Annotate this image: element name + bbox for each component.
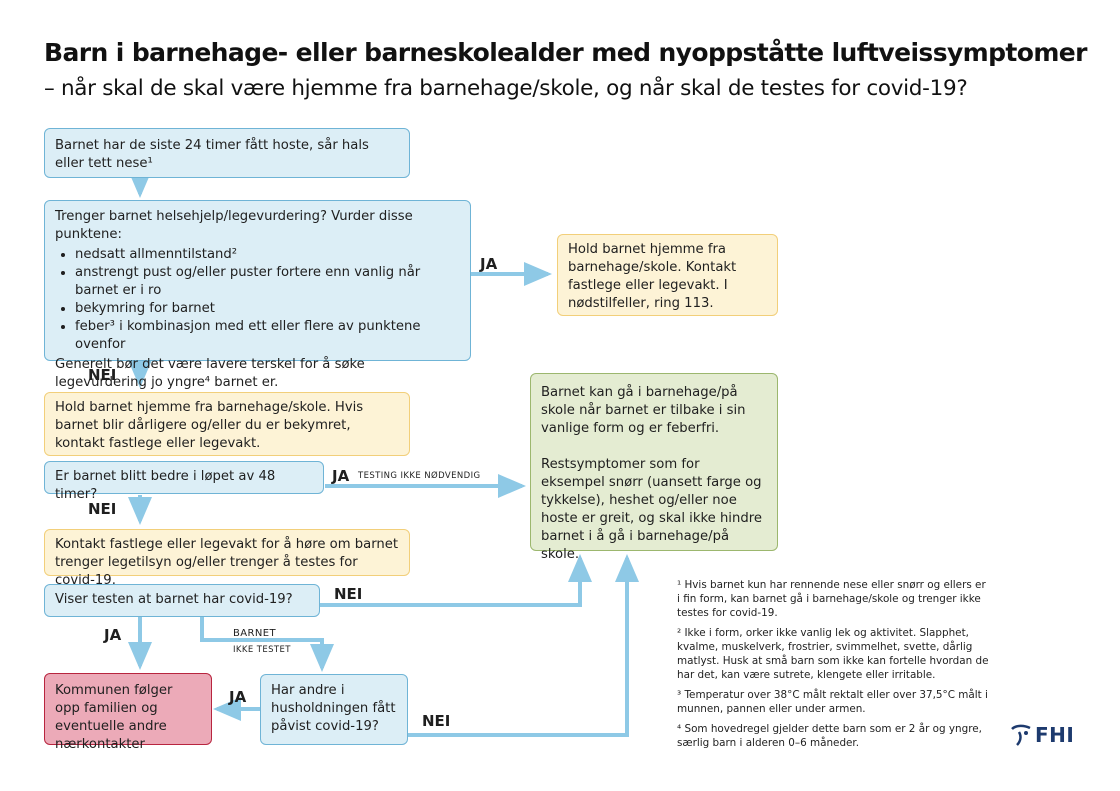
label-nei-better: NEI xyxy=(88,500,117,518)
label-ja-assess: JA xyxy=(480,255,498,273)
page-subtitle: – når skal de skal være hjemme fra barne… xyxy=(44,76,968,101)
assess-item: nedsatt allmenntilstand² xyxy=(75,246,460,264)
footnote: ³ Temperatur over 38°C målt rektalt elle… xyxy=(677,689,988,715)
label-ja-household: JA xyxy=(229,688,247,706)
box-assess: Trenger barnet helsehjelp/legevurdering?… xyxy=(44,200,471,390)
box-start: Barnet har de siste 24 timer fått hoste,… xyxy=(44,128,410,178)
assess-item: bekymring for barnet xyxy=(75,300,460,318)
footnote: ⁴ Som hovedregel gjelder dette barn som … xyxy=(677,723,982,749)
can-attend-text: Barnet kan gå i barnehage/på skole når b… xyxy=(541,385,746,436)
label-nei-test: NEI xyxy=(334,585,363,603)
footnote: ² Ikke i form, orker ikke vanlig lek og … xyxy=(677,627,989,681)
arrow-not-tested-to-household xyxy=(200,617,334,672)
assess-list: nedsatt allmenntilstand² anstrengt pust … xyxy=(55,246,460,354)
label-nei-household: NEI xyxy=(422,712,451,730)
arrow-household-nei-to-attend xyxy=(408,554,639,737)
fhi-logo: FHI xyxy=(1010,721,1074,749)
label-testing-not-needed: TESTING IKKE NØDVENDIG xyxy=(358,471,481,481)
footnote: ¹ Hvis barnet kun har rennende nese elle… xyxy=(677,579,986,619)
arrow-test-nei-to-attend xyxy=(320,554,592,607)
label-ja-test: JA xyxy=(104,626,122,644)
box-contact-test: Kontakt fastlege eller legevakt for å hø… xyxy=(44,529,410,588)
box-better-48h: Er barnet blitt bedre i løpet av 48 time… xyxy=(44,461,324,502)
fhi-logo-text: FHI xyxy=(1035,723,1075,747)
label-ja-better: JA xyxy=(332,467,350,485)
label-not-tested-1: BARNET xyxy=(233,628,276,639)
label-nei-assess: NEI xyxy=(88,366,117,384)
footnotes: ¹ Hvis barnet kun har rennende nese elle… xyxy=(677,578,989,756)
box-test-result: Viser testen at barnet har covid-19? xyxy=(44,584,320,617)
assess-item: anstrengt pust og/eller puster fortere e… xyxy=(75,264,460,300)
fhi-logo-icon xyxy=(1011,724,1031,746)
box-municipality: Kommunen følger opp familien og eventuel… xyxy=(44,673,212,752)
residual-symptoms-text: Restsymptomer som for eksempel snørr (ua… xyxy=(541,457,762,562)
box-stay-home: Hold barnet hjemme fra barnehage/skole. … xyxy=(44,392,410,456)
box-can-attend: Barnet kan gå i barnehage/på skole når b… xyxy=(530,373,778,562)
box-household: Har andre i husholdningen fått påvist co… xyxy=(260,674,408,745)
assess-item: feber³ i kombinasjon med ett eller flere… xyxy=(75,318,460,354)
assess-note: Generelt bør det være lavere terskel for… xyxy=(55,357,365,390)
assess-intro: Trenger barnet helsehjelp/legevurdering?… xyxy=(55,209,413,242)
label-not-tested-2: IKKE TESTET xyxy=(233,645,291,655)
page-title: Barn i barnehage- eller barneskolealder … xyxy=(44,38,1087,67)
box-home-doctor: Hold barnet hjemme fra barnehage/skole. … xyxy=(557,234,778,316)
